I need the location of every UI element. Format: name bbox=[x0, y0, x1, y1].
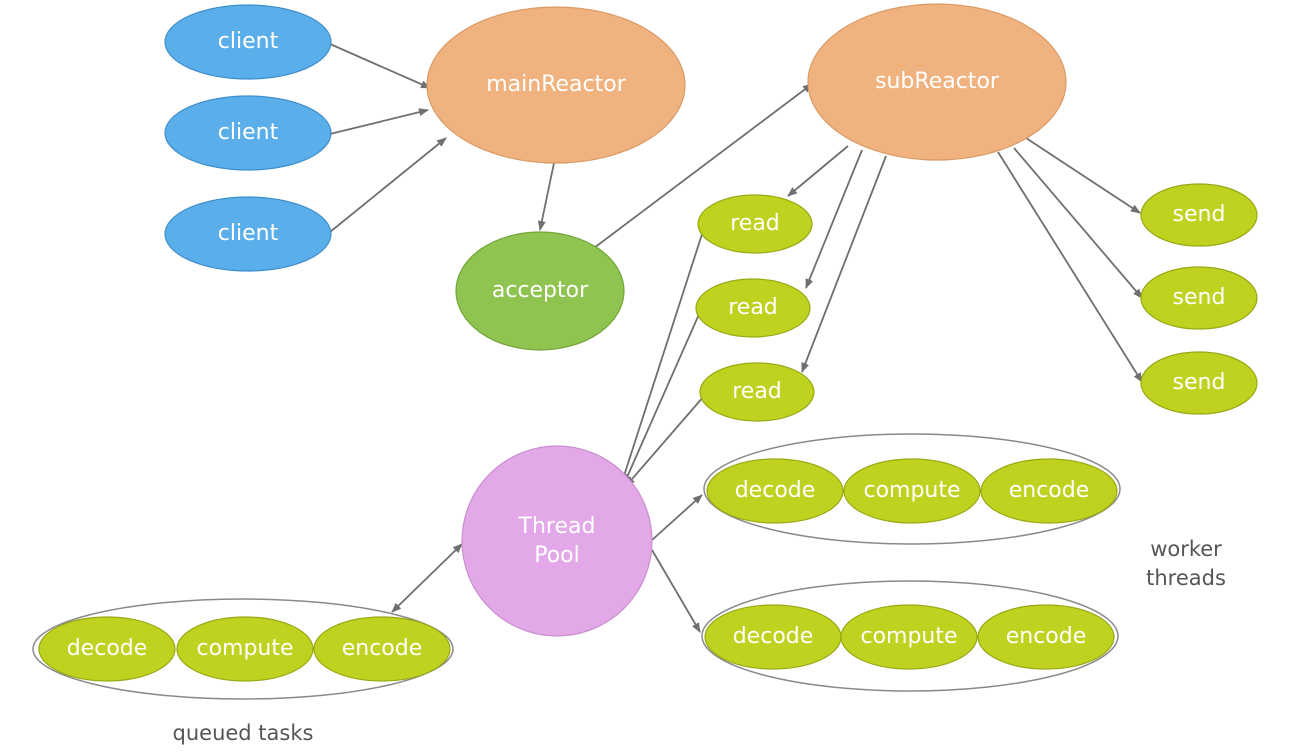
client-node-3: client bbox=[164, 196, 332, 272]
sub-reactor-node: subReactor bbox=[807, 3, 1067, 161]
worker2-decode-label: decode bbox=[733, 624, 814, 649]
worker1-compute-shape bbox=[843, 458, 981, 524]
arrow-client3-mainreactor bbox=[329, 137, 447, 233]
arrow-queued-threadpool bbox=[391, 543, 463, 613]
arrow-client1-mainreactor bbox=[329, 43, 431, 89]
queued-encode-label: encode bbox=[342, 636, 423, 661]
arrows bbox=[329, 43, 1143, 633]
worker2-compute-shape bbox=[840, 604, 978, 670]
thread-pool-node: Thread Pool bbox=[461, 445, 653, 637]
client-node-3-label: client bbox=[218, 221, 279, 246]
read-node-1-label: read bbox=[730, 211, 780, 236]
read-node-2: read bbox=[695, 278, 811, 338]
read-node-2-shape bbox=[695, 278, 811, 338]
queued-compute-label: compute bbox=[196, 636, 293, 661]
worker1-compute-label: compute bbox=[863, 478, 960, 503]
sub-reactor-shape bbox=[807, 3, 1067, 161]
arrow-read3-threadpool bbox=[625, 395, 705, 487]
thread-pool-label-line1: Thread bbox=[518, 514, 596, 539]
client-node-1-label: client bbox=[218, 29, 279, 54]
main-reactor-label: mainReactor bbox=[486, 72, 626, 97]
worker2-encode-shape bbox=[977, 604, 1115, 670]
read-node-3-shape bbox=[699, 362, 815, 422]
client-node-1: client bbox=[164, 4, 332, 80]
thread-pool-label-line2: Pool bbox=[534, 543, 580, 568]
sub-reactor-label: subReactor bbox=[875, 69, 1000, 94]
client-node-3-shape bbox=[164, 196, 332, 272]
read-node-3-label: read bbox=[732, 379, 782, 404]
acceptor-label: acceptor bbox=[492, 278, 589, 303]
arrow-subreactor-send2 bbox=[1013, 147, 1143, 299]
worker1-encode-shape bbox=[980, 458, 1118, 524]
worker-group-2: decode compute encode bbox=[704, 604, 1115, 670]
client-node-2-label: client bbox=[218, 120, 279, 145]
arrow-read1-threadpool bbox=[620, 227, 705, 483]
queued-compute-shape bbox=[176, 616, 314, 682]
arrow-subreactor-send3 bbox=[997, 151, 1143, 383]
arrow-mainreactor-acceptor bbox=[537, 162, 555, 231]
worker-threads-caption-line2: threads bbox=[1146, 566, 1226, 590]
main-reactor-node: mainReactor bbox=[426, 6, 686, 164]
queued-decode-label: decode bbox=[67, 636, 148, 661]
worker2-compute-label: compute bbox=[860, 624, 957, 649]
worker1-encode-label: encode bbox=[1009, 478, 1090, 503]
worker-group-1: decode compute encode bbox=[706, 458, 1118, 524]
arrow-threadpool-worker2 bbox=[651, 549, 701, 633]
read-node-2-label: read bbox=[728, 295, 778, 320]
send-node-3-label: send bbox=[1173, 370, 1226, 395]
main-reactor-shape bbox=[426, 6, 686, 164]
acceptor-shape bbox=[455, 231, 625, 351]
worker-group-1-outline bbox=[703, 433, 1121, 545]
acceptor-node: acceptor bbox=[455, 231, 625, 351]
worker1-decode-shape bbox=[706, 458, 844, 524]
send-node-2: send bbox=[1140, 266, 1258, 330]
arrow-subreactor-send1 bbox=[1025, 137, 1141, 214]
worker1-decode-label: decode bbox=[735, 478, 816, 503]
send-node-3-shape bbox=[1140, 351, 1258, 415]
send-node-2-shape bbox=[1140, 266, 1258, 330]
read-node-3: read bbox=[699, 362, 815, 422]
send-node-1-shape bbox=[1140, 183, 1258, 247]
arrow-subreactor-read1 bbox=[787, 145, 849, 197]
queued-group: decode compute encode bbox=[38, 616, 451, 682]
arrow-subreactor-read3 bbox=[801, 155, 887, 373]
arrow-read2-threadpool bbox=[623, 311, 701, 485]
send-node-2-label: send bbox=[1173, 285, 1226, 310]
send-node-1: send bbox=[1140, 183, 1258, 247]
queued-tasks-caption: queued tasks bbox=[173, 721, 314, 745]
queued-group-outline bbox=[32, 598, 454, 700]
send-node-3: send bbox=[1140, 351, 1258, 415]
arrow-acceptor-subreactor bbox=[593, 83, 813, 249]
client-node-1-shape bbox=[164, 4, 332, 80]
queued-encode-shape bbox=[313, 616, 451, 682]
thread-pool-shape bbox=[461, 445, 653, 637]
queued-decode-shape bbox=[38, 616, 176, 682]
read-node-1: read bbox=[697, 194, 813, 254]
arrow-threadpool-worker1 bbox=[651, 494, 703, 541]
send-node-1-label: send bbox=[1173, 202, 1226, 227]
worker2-encode-label: encode bbox=[1006, 624, 1087, 649]
client-node-2-shape bbox=[164, 95, 332, 171]
read-node-1-shape bbox=[697, 194, 813, 254]
group-outlines bbox=[32, 433, 1121, 700]
arrow-subreactor-read2 bbox=[805, 149, 863, 289]
worker-threads-caption-line1: worker bbox=[1150, 537, 1222, 561]
arrow-client2-mainreactor bbox=[329, 108, 429, 135]
worker-group-2-outline bbox=[701, 580, 1119, 692]
client-node-2: client bbox=[164, 95, 332, 171]
